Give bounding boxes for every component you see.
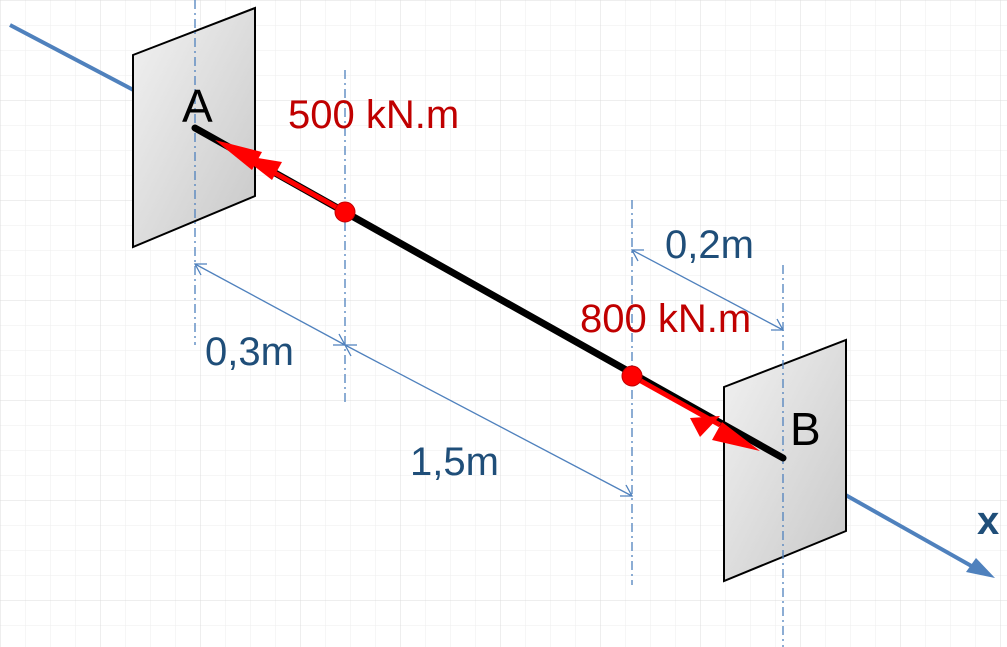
support-label-a: A <box>182 80 213 132</box>
dimension-torque1-torque2 <box>343 344 634 497</box>
dimension-label-0-3m: 0,3m <box>205 330 294 374</box>
torque-label-500: 500 kN.m <box>288 93 459 137</box>
torque-point-1 <box>334 201 356 223</box>
torque-arrow-500 <box>215 140 356 223</box>
torque-arrow-800 <box>621 365 760 451</box>
axis-arrowhead-icon <box>966 558 995 578</box>
axis-label-x: x <box>977 499 999 543</box>
dimension-label-1-5m: 1,5m <box>410 440 499 484</box>
dimension-torque2-b <box>630 249 785 331</box>
support-label-b: B <box>790 403 821 455</box>
torque-label-800: 800 kN.m <box>580 297 751 341</box>
dimension-label-0-2m: 0,2m <box>665 223 754 267</box>
torque-point-2 <box>621 365 643 387</box>
torque-arrowhead-b-icon <box>712 422 760 451</box>
